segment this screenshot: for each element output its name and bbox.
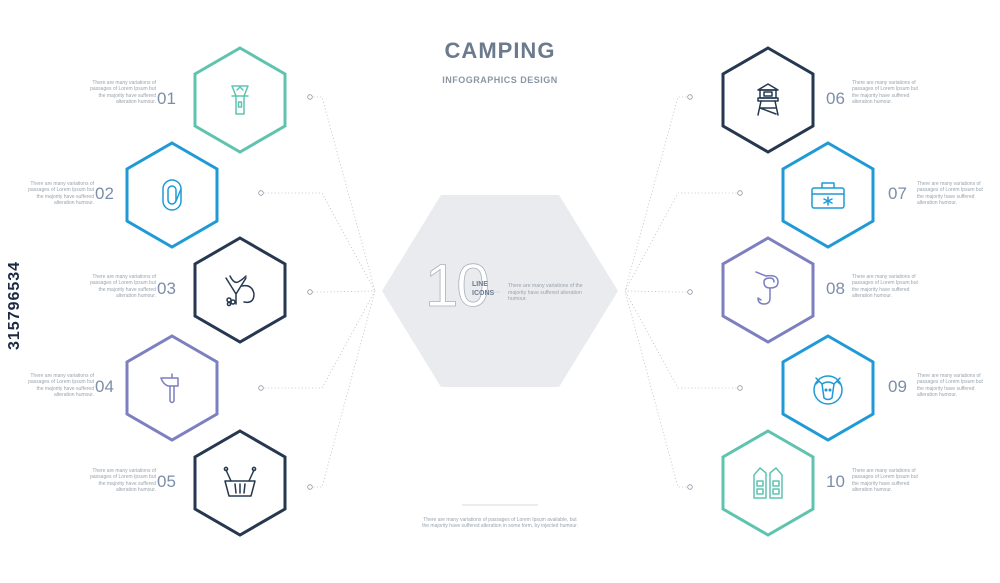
center-hexagon (382, 195, 618, 387)
footer-text: There are many variations of passages of… (422, 517, 578, 530)
hexagon-06 (721, 46, 815, 154)
connector-07 (624, 190, 743, 292)
hexagon-01 (193, 46, 287, 154)
connector-01 (307, 94, 376, 292)
moose-head-icon (813, 375, 843, 405)
item-number-04: 04 (95, 377, 114, 396)
page-subtitle: INFOGRAPHICS DESIGN (442, 75, 558, 85)
connector-09 (624, 290, 743, 391)
hexagon-07 (781, 141, 875, 249)
item-number-02: 02 (95, 184, 114, 203)
item-number-01: 01 (157, 89, 176, 108)
item-description-05: There are many variations of passages of… (90, 468, 156, 493)
item-number-03: 03 (157, 279, 176, 298)
item-number-08: 08 (826, 279, 845, 298)
connector-dot (258, 385, 264, 391)
connector-10 (624, 290, 693, 490)
item-number-09: 09 (888, 377, 907, 396)
hexagon-09 (781, 334, 875, 442)
connector-05 (307, 290, 376, 490)
connector-dot (737, 385, 743, 391)
center-line-label: LINE (472, 281, 488, 288)
item-description-06: There are many variations of passages of… (852, 80, 918, 105)
hexagon-05 (193, 429, 287, 537)
icon-hexagons (125, 46, 875, 537)
item-description-02: There are many variations of passages of… (28, 181, 94, 206)
connector-dot (687, 484, 693, 490)
center-icons-label: ICONS (472, 290, 495, 297)
connector-dot (737, 190, 743, 196)
watchtower-icon (757, 83, 779, 116)
item-description-08: There are many variations of passages of… (852, 274, 918, 299)
hexagon-03 (193, 236, 287, 344)
stock-watermark-id: 315796534 (6, 260, 23, 350)
hexagon-04 (125, 334, 219, 442)
item-description-10: There are many variations of passages of… (852, 468, 918, 493)
axe-icon (160, 373, 179, 404)
connector-06 (624, 94, 693, 292)
hexagon-02 (125, 141, 219, 249)
connector-03 (307, 289, 376, 295)
vest-icon (753, 467, 783, 499)
connector-dot (307, 94, 313, 100)
connector-dot (307, 289, 313, 295)
connector-02 (258, 190, 376, 292)
item-description-03: There are many variations of passages of… (90, 274, 156, 299)
connector-dot (258, 190, 264, 196)
connector-lines (258, 94, 743, 490)
item-number-06: 06 (826, 89, 845, 108)
slingshot-icon (225, 275, 255, 307)
item-description-07: There are many variations of passages of… (917, 181, 983, 206)
center-description: There are many variations of the majorit… (508, 283, 583, 302)
flashlight-icon (231, 85, 249, 115)
item-number-07: 07 (888, 184, 907, 203)
basket-icon (223, 466, 257, 497)
item-description-01: There are many variations of passages of… (90, 80, 156, 105)
page-title: CAMPING (444, 38, 556, 63)
cooler-box-icon (811, 182, 845, 209)
center-number: 10 (425, 252, 491, 319)
item-description-09: There are many variations of passages of… (917, 373, 983, 398)
fishing-hook-icon (755, 271, 779, 305)
item-number-10: 10 (826, 472, 845, 491)
connector-dot (687, 94, 693, 100)
connector-dot (687, 289, 693, 295)
item-description-04: There are many variations of passages of… (28, 373, 94, 398)
hexagon-08 (721, 236, 815, 344)
item-number-05: 05 (157, 472, 176, 491)
connector-dot (307, 484, 313, 490)
carabiner-icon (162, 179, 182, 211)
connector-04 (258, 290, 376, 391)
connector-08 (624, 289, 693, 295)
hexagon-10 (721, 429, 815, 537)
